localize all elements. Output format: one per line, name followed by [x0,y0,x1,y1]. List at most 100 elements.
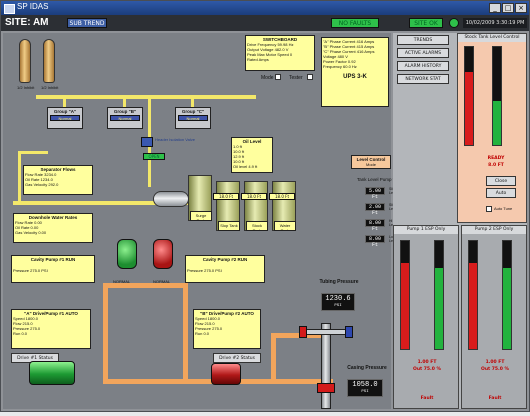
cavity-pump-1-pressure: Pressure 275.0 PSI [13,268,48,273]
wellhead-red-valve-icon[interactable] [299,326,307,338]
downhole-rates-panel[interactable]: Downhole Water Rates Flow Rate 0.00 Oil … [13,213,93,243]
wellhead-crossbar [303,329,349,335]
oil-level-title: Oil Level [242,139,262,144]
drive-pump-2-row: Speed 1800.0 [195,316,220,321]
stock-tank-output-fill [493,100,501,145]
separator-row: Gas Velocity 292.0 [25,182,59,187]
pump-2-panel: Pump 2 ESP Only 1.00 FT Out 75.0 % Fault [461,225,527,409]
oil-level-row: 1.0 ft [233,144,242,149]
pump-mid-label-2: NORMAL [153,279,171,284]
cavity-pump-1-panel[interactable]: Cavity Pump #1 RUN Pressure 275.0 PSI [11,255,95,283]
switchboard-panel[interactable]: SWITCHBOARD Drive Frequency 59.98 Hz Out… [245,35,315,71]
switchboard-row: Output Voltage 482.0 V [247,47,289,52]
drive-2-status-button[interactable]: Drive #2 Status [213,353,261,363]
casing-pressure-value: 1058.0 [352,381,378,389]
drive-pump-2-panel[interactable]: "B" Drive/Pump #2 AUTO Speed 1800.0 Flow… [193,309,261,349]
oil-level-panel[interactable]: Oil Level 1.0 ft 10.0 ft 12.9 ft 10.0 ft… [231,137,273,173]
downhole-row: Oil Rate 0.00 [15,225,39,230]
downhole-row: Gas Velocity 0.00 [15,230,47,235]
wellhead-tree-icon[interactable] [321,323,331,409]
level-control-panel[interactable]: Level Control Mode [351,155,391,169]
pipe-c [191,95,194,107]
water-tank-label: Water Tank [274,221,296,231]
switchboard-row: Peak Max Motor Speed 0 [247,52,293,57]
wellhead-blue-valve-icon[interactable] [345,326,353,338]
pump-1-title: Pump 1 ESP Only [394,226,458,234]
network-stat-button[interactable]: NETWORK STAT [397,74,449,84]
pump-mid-label-1: NORMAL [113,279,131,284]
tubing-pressure-label: Tubing Pressure [319,279,359,285]
group-c[interactable]: Group "C" Normal [175,107,211,129]
red-pump-valve-icon[interactable] [153,239,173,269]
green-pump-valve-icon[interactable] [117,239,137,269]
tester-label: Tester [289,75,303,81]
tester-checkbox[interactable] [307,74,313,80]
drive-pump-2-row: Pressure 275.0 [195,326,223,331]
trends-button[interactable]: TRENDS [397,35,449,45]
pump-2-cv: Out 75.0 % [481,367,509,372]
red-motor-icon[interactable] [211,363,241,385]
separator-vessel[interactable] [153,191,189,207]
stock-tank-level: 18.0 Ft [241,193,267,200]
cavity-pump-2-panel[interactable]: Cavity Pump #2 RUN Pressure 275.0 PSI [185,255,265,283]
green-motor-icon[interactable] [29,361,75,385]
pipe-mid [13,201,193,205]
stock-tank-title: Stock Tank Level Control [458,34,526,42]
ups-panel[interactable]: "A" Phase Current 416 Amps "B" Phase Cur… [321,37,389,107]
oil-level-row: 12.9 ft [233,154,245,159]
close-button[interactable]: × [515,3,527,13]
pump-2-pv: 1.00 FT [485,360,505,365]
header-pipe [36,95,256,99]
valve-open-status: OPEN [143,153,165,160]
window-title: SP IDAS [17,2,49,11]
chemical-tank-2[interactable] [43,39,55,83]
pump-2-level-fill [469,262,477,349]
downhole-row: Flow Rate 0.00 [15,220,42,225]
wellhead-lower-red-icon[interactable] [317,383,335,393]
hot-pipe-top [103,283,188,288]
cavity-pump-2-pressure: Pressure 275.0 PSI [187,268,222,273]
site-label: SITE: AM [5,17,49,28]
timestamp: 10/02/2009 3:30:19 PM [463,18,527,28]
right-panel: TRENDS ACTIVE ALARMS ALARM HISTORY NETWO… [393,33,527,409]
pump-2-output-fill [503,268,511,349]
active-alarms-button[interactable]: ACTIVE ALARMS [397,48,449,58]
auto-tune-label: Auto Tune [494,206,513,211]
faults-status: NO FAULTS [331,18,379,28]
drive-pump-1-row: Flow 215.0 [13,321,33,326]
level-control-title: Level Control [356,157,386,162]
pipe-a [63,95,66,107]
isolation-valve-icon[interactable] [141,137,153,147]
pump-1-pv: 1.00 FT [417,360,437,365]
group-a[interactable]: Group "A" Normal [47,107,83,129]
auto-tune-checkbox[interactable] [486,206,492,212]
mode-checkbox[interactable] [275,74,281,80]
phase-row: "B" Phase Current 415 Amps [323,44,375,49]
chemical-tank-1[interactable] [19,39,31,83]
separator-flows-panel[interactable]: Separator Flows Flow Rate 3234.0 Oil Rat… [23,165,93,195]
stock-close-button[interactable]: Close [486,176,516,186]
stock-tank-level-bar [464,46,474,146]
slop-tank-label: Slop Tank [218,221,240,231]
stock-auto-button[interactable]: Auto [486,188,516,198]
drive-pump-1-panel[interactable]: "A" Drive/Pump #1 AUTO Speed 1800.0 Flow… [11,309,91,349]
pump-1-panel: Pump 1 ESP Only 1.00 FT Out 75.0 % Fault [393,225,459,409]
hot-pipe-right [183,283,188,383]
ups-label: UPS 3-K [343,74,367,80]
alarm-history-button[interactable]: ALARM HISTORY [397,61,449,71]
pump-2-level-bar [468,240,478,350]
cavity-pump-1-title: Cavity Pump #1 RUN [30,257,76,262]
water-tank-level: 18.0 Ft [269,193,295,200]
minimize-button[interactable]: _ [489,3,501,13]
group-c-status: Normal [178,115,208,121]
phase-row: Voltage 480 V [323,54,348,59]
maximize-button[interactable]: □ [502,3,514,13]
pump-1-output-bar [434,240,444,350]
sub-trend-tab[interactable]: SUB TREND [67,18,107,28]
status-led-icon [449,18,459,28]
title-bar: SP IDAS _ □ × [1,1,529,15]
group-b-status: Normal [110,115,140,121]
pump-2-fault: Fault [488,396,502,401]
pipe-b [123,95,126,107]
group-b[interactable]: Group "B" Normal [107,107,143,129]
